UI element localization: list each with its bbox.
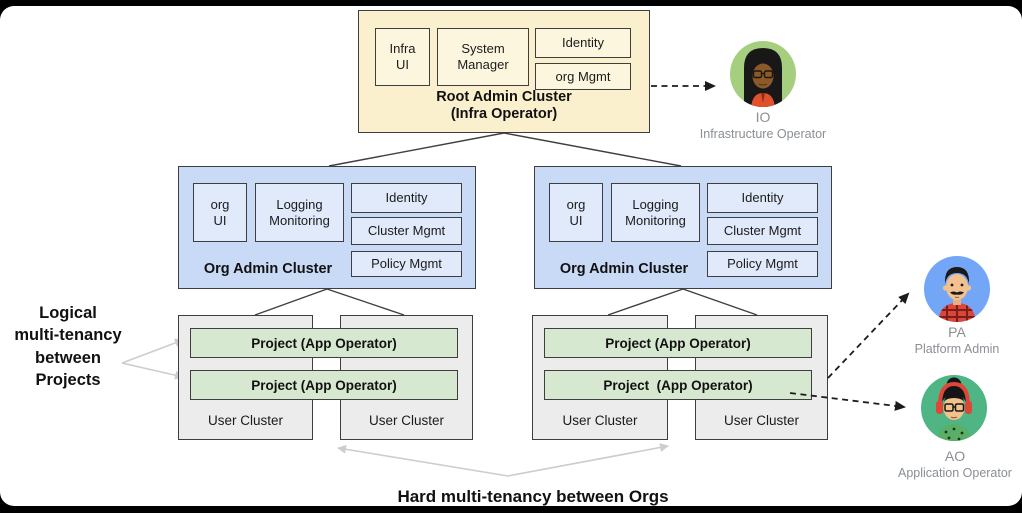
org2-policy-mgmt-label: Policy Mgmt: [727, 256, 798, 272]
root-identity-box: Identity: [535, 28, 631, 58]
note-left-line3: between: [34, 348, 102, 367]
org1-logging-label: Logging Monitoring: [269, 196, 330, 228]
ao-initials: AO: [944, 448, 966, 464]
org1-cluster-mgmt-label: Cluster Mgmt: [367, 223, 446, 239]
org2-policy-mgmt-box: Policy Mgmt: [707, 251, 818, 277]
hard-multitenancy-note: Hard multi-tenancy between Orgs: [397, 487, 669, 506]
org-mgmt-label: org Mgmt: [555, 68, 611, 84]
infra-ui-label: Infra UI: [389, 41, 416, 72]
org1-project-1-label: Project (App Operator): [251, 335, 397, 351]
ao-label-block: AO Application Operator: [874, 448, 1022, 481]
ao-role: Application Operator: [898, 465, 1012, 480]
org1-cluster-title: Org Admin Cluster: [203, 260, 333, 277]
root-cluster-title-line1: Root Admin Cluster: [436, 88, 572, 105]
note-left-line1: Logical: [39, 304, 97, 322]
org1-identity-label: Identity: [385, 190, 428, 206]
org2-project-bar-2: Project (App Operator): [544, 370, 812, 400]
org2-user-cluster-2-label: User Cluster: [723, 413, 799, 428]
root-identity-label: Identity: [562, 35, 604, 51]
org1-logging-box: Logging Monitoring: [255, 183, 344, 242]
org2-project-2-label: Project (App Operator): [603, 377, 753, 393]
org1-org-ui-label: org UI: [210, 196, 230, 228]
org1-project-bar-1: Project (App Operator): [190, 328, 458, 358]
root-cluster-title-line2: (Infra Operator): [450, 105, 558, 122]
org1-project-2-label: Project (App Operator): [251, 377, 397, 393]
system-manager-label: System Manager: [457, 41, 509, 72]
root-cluster-title: Root Admin Cluster (Infra Operator): [359, 89, 649, 123]
infra-ui-box: Infra UI: [375, 28, 430, 86]
io-label-block: IO Infrastructure Operator: [683, 109, 843, 142]
logical-multitenancy-note: Logical multi-tenancy between Projects: [0, 302, 136, 391]
ao-avatar: [921, 375, 987, 441]
org2-logging-label: Logging Monitoring: [625, 196, 686, 228]
org2-org-ui-box: org UI: [549, 183, 603, 242]
pa-initials: PA: [948, 324, 966, 340]
org2-org-ui-label: org UI: [566, 196, 586, 228]
org1-project-bar-2: Project (App Operator): [190, 370, 458, 400]
org2-identity-label: Identity: [741, 190, 784, 206]
io-initials: IO: [755, 109, 771, 125]
org1-policy-mgmt-box: Policy Mgmt: [351, 251, 462, 277]
root-admin-cluster-box: Infra UI System Manager Identity org Mgm…: [358, 10, 650, 133]
pa-role: Platform Admin: [914, 341, 1000, 356]
io-avatar: [730, 41, 796, 107]
org2-logging-box: Logging Monitoring: [611, 183, 700, 242]
org-admin-cluster-1-box: org UI Logging Monitoring Identity Clust…: [178, 166, 476, 289]
org-mgmt-box: org Mgmt: [535, 63, 631, 90]
org2-cluster-mgmt-box: Cluster Mgmt: [707, 217, 818, 245]
org1-cluster-mgmt-box: Cluster Mgmt: [351, 217, 462, 245]
org-admin-cluster-2-box: org UI Logging Monitoring Identity Clust…: [534, 166, 832, 289]
org2-identity-box: Identity: [707, 183, 818, 213]
io-role: Infrastructure Operator: [699, 126, 827, 141]
org1-identity-box: Identity: [351, 183, 462, 213]
org1-policy-mgmt-label: Policy Mgmt: [371, 256, 442, 272]
pa-avatar: [924, 256, 990, 322]
org1-user-cluster-1-label: User Cluster: [207, 413, 283, 428]
note-left-line4: Projects: [35, 370, 101, 389]
org2-cluster-title: Org Admin Cluster: [559, 260, 689, 277]
org1-org-ui-box: org UI: [193, 183, 247, 242]
system-manager-box: System Manager: [437, 28, 529, 86]
org2-cluster-mgmt-label: Cluster Mgmt: [723, 223, 802, 239]
org2-user-cluster-1-label: User Cluster: [562, 413, 638, 428]
pa-label-block: PA Platform Admin: [877, 324, 1022, 357]
org1-user-cluster-2-label: User Cluster: [368, 413, 444, 428]
org2-project-1-label: Project (App Operator): [605, 335, 751, 351]
org2-project-bar-1: Project (App Operator): [544, 328, 812, 358]
note-left-line2: multi-tenancy: [14, 326, 122, 345]
